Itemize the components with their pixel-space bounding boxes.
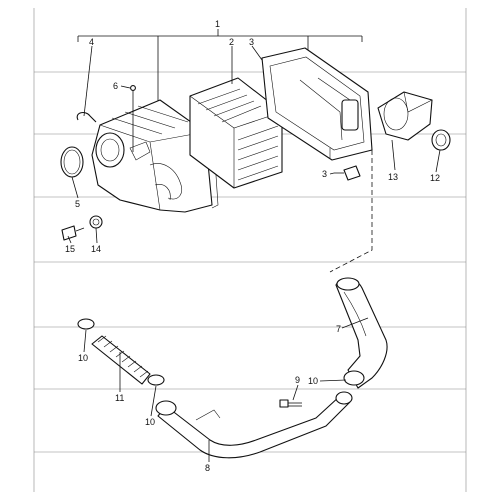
callout-6: 6 [113,81,118,91]
callout-15: 15 [65,244,75,254]
clip-3 [334,165,361,181]
cap-12 [431,129,451,151]
hose-clamp-10 [77,318,95,330]
callout-10-middle: 10 [145,417,155,427]
sensor-15 [61,225,85,241]
air-hose-7 [335,277,388,389]
callout-9: 9 [295,375,300,385]
leader-lines [67,45,441,462]
callout-10-right: 10 [308,376,318,386]
sealing-ring-5 [60,146,84,178]
callout-3: 3 [249,37,254,47]
grommet-14 [89,215,103,229]
callout-4: 4 [89,37,94,47]
callout-5: 5 [75,199,80,209]
hose-clamp-10 [147,374,165,386]
clip-4 [76,111,97,123]
filter-element-2 [189,77,283,189]
callout-13: 13 [388,172,398,182]
callout-11: 11 [115,393,124,403]
intake-pipe-8 [155,391,353,459]
callout-14: 14 [91,244,101,254]
intake-duct-13 [377,91,433,141]
corrugated-hose-11 [91,335,151,385]
callout-7: 7 [336,324,341,334]
callout-12: 12 [430,173,440,183]
connection-line [329,150,373,273]
housing-cover-3 [261,47,373,161]
callout-8: 8 [205,463,210,473]
hose-clamp-10 [343,370,365,386]
screw-9 [279,399,302,408]
callout-2: 2 [229,37,234,47]
callout-1: 1 [215,19,220,29]
callout-10-left: 10 [78,353,88,363]
assembly-bracket-1 [77,29,363,110]
callout-3-lower: 3 [322,169,327,179]
